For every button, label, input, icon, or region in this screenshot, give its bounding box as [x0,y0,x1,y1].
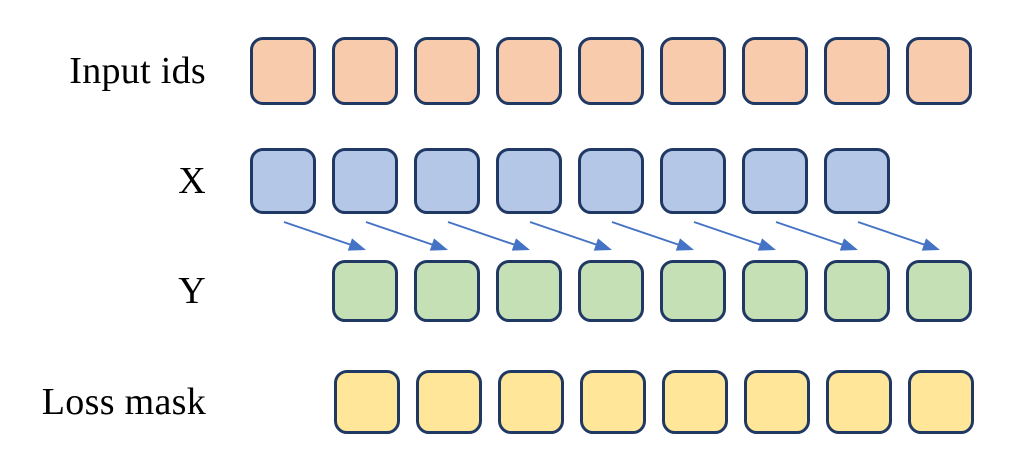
cell-x-8 [824,148,890,214]
arrow-shaft [857,221,927,247]
cell-input-ids-9 [906,37,972,105]
arrow-x6-to-y6 [693,221,776,251]
row-label-x: X [178,160,206,202]
cell-loss-mask-8 [908,370,974,434]
arrow-head [511,238,530,251]
cell-input-ids-1 [250,37,316,105]
cell-input-ids-6 [660,37,726,105]
arrow-head [757,238,776,251]
cell-x-3 [414,148,480,214]
cell-loss-mask-6 [744,370,810,434]
cell-loss-mask-1 [334,370,400,434]
arrow-shaft [283,221,353,247]
row-label-loss-mask: Loss mask [41,381,206,423]
arrow-shaft [775,221,845,247]
cell-y-2 [414,260,480,322]
arrow-x2-to-y2 [365,221,448,251]
cell-y-6 [742,260,808,322]
cell-loss-mask-2 [416,370,482,434]
arrow-shaft [693,221,763,247]
arrow-shaft [611,221,681,247]
arrow-x3-to-y3 [447,221,530,251]
arrow-x8-to-y8 [857,221,940,251]
row-label-y: Y [178,270,206,312]
arrow-head [921,238,940,251]
arrow-x1-to-y1 [283,221,366,251]
cell-x-1 [250,148,316,214]
row-label-input-ids: Input ids [69,50,206,92]
cell-input-ids-5 [578,37,644,105]
cell-y-3 [496,260,562,322]
cell-y-7 [824,260,890,322]
cell-y-5 [660,260,726,322]
arrow-head [347,238,366,251]
cell-x-6 [660,148,726,214]
cell-input-ids-2 [332,37,398,105]
cell-input-ids-4 [496,37,562,105]
arrow-x7-to-y7 [775,221,858,251]
arrow-shaft [447,221,517,247]
cell-x-7 [742,148,808,214]
cell-y-4 [578,260,644,322]
cell-x-4 [496,148,562,214]
cell-loss-mask-4 [580,370,646,434]
cell-input-ids-8 [824,37,890,105]
arrow-head [593,238,612,251]
arrow-head [839,238,858,251]
arrow-shaft [529,221,599,247]
cell-y-1 [332,260,398,322]
cell-loss-mask-7 [826,370,892,434]
arrow-x5-to-y5 [611,221,694,251]
arrow-shaft [365,221,435,247]
cell-loss-mask-3 [498,370,564,434]
arrow-head [429,238,448,251]
cell-x-5 [578,148,644,214]
cell-input-ids-7 [742,37,808,105]
arrow-x4-to-y4 [529,221,612,251]
cell-input-ids-3 [414,37,480,105]
cell-y-8 [906,260,972,322]
cell-x-2 [332,148,398,214]
cell-loss-mask-5 [662,370,728,434]
arrow-head [675,238,694,251]
